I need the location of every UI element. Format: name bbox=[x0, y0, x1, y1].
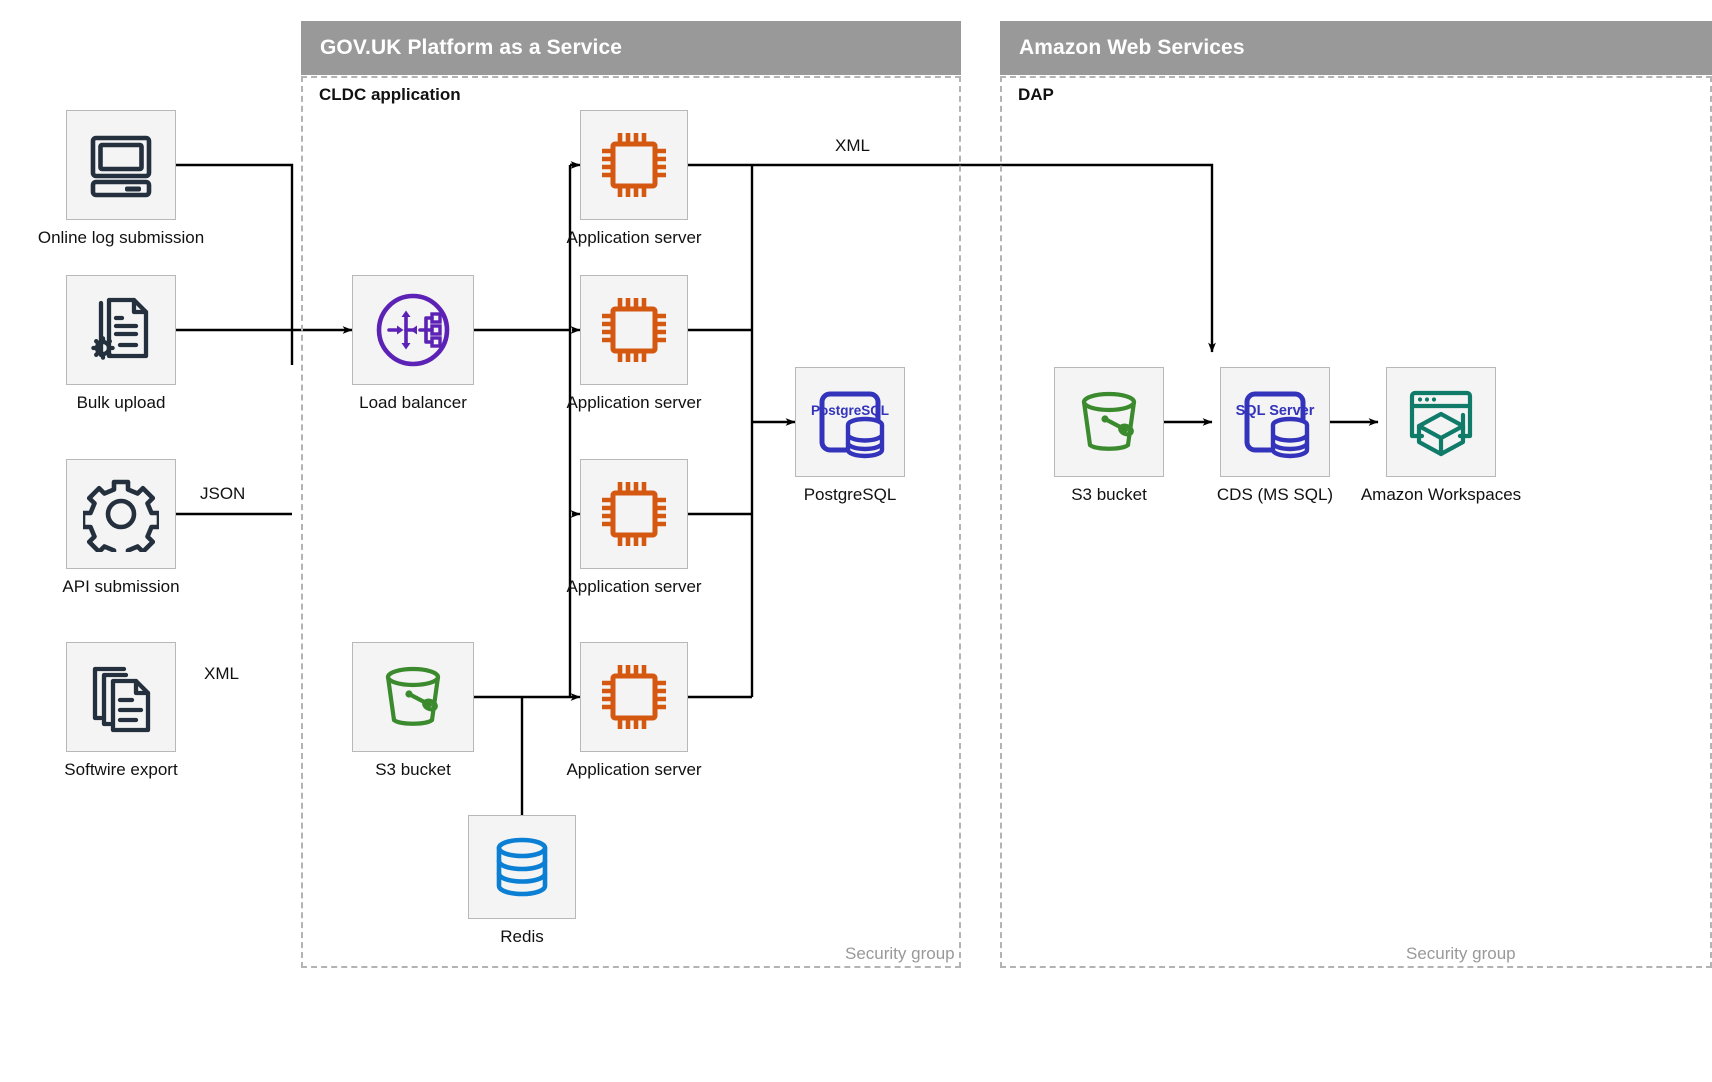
group-header-aws: Amazon Web Services bbox=[1000, 21, 1712, 75]
postgresql-icon-text: PostgreSQL bbox=[811, 403, 889, 418]
gear-icon bbox=[83, 479, 159, 552]
node-box-api-submission bbox=[66, 459, 176, 569]
node-label-app-server-2: Application server bbox=[566, 393, 702, 412]
wire-online-log-to-lb bbox=[176, 163, 294, 365]
node-box-cds-ms-sql: SQL Server bbox=[1220, 367, 1330, 477]
node-box-app-server-2 bbox=[580, 275, 688, 385]
group-header-paas: GOV.UK Platform as a Service bbox=[301, 21, 961, 75]
bucket-icon bbox=[385, 666, 441, 726]
cpu-chip-icon bbox=[602, 298, 666, 362]
node-box-softwire-export bbox=[66, 642, 176, 752]
node-box-app-server-4 bbox=[580, 642, 688, 752]
security-group-box-aws bbox=[1000, 76, 1712, 968]
node-label-load-balancer: Load balancer bbox=[359, 393, 467, 412]
security-group-box-paas bbox=[301, 76, 961, 968]
node-label-api-submission: API submission bbox=[62, 577, 180, 596]
bucket-icon bbox=[1081, 391, 1137, 451]
node-box-app-server-3 bbox=[580, 459, 688, 569]
subgroup-label-dap: DAP bbox=[1018, 85, 1054, 104]
node-box-amazon-workspaces bbox=[1386, 367, 1496, 477]
node-box-s3-bucket-aws bbox=[1054, 367, 1164, 477]
node-box-redis bbox=[468, 815, 576, 919]
node-label-s3-bucket-paas: S3 bucket bbox=[375, 760, 451, 779]
node-box-postgresql: PostgreSQL bbox=[795, 367, 905, 477]
node-label-softwire-export: Softwire export bbox=[64, 760, 178, 779]
cpu-chip-icon bbox=[602, 665, 666, 729]
sql-server-icon: SQL Server bbox=[1236, 391, 1315, 459]
node-label-app-server-4: Application server bbox=[566, 760, 702, 779]
edge-label-xml-out: XML bbox=[831, 136, 874, 156]
node-label-bulk-upload: Bulk upload bbox=[76, 393, 166, 412]
node-label-amazon-workspaces: Amazon Workspaces bbox=[1360, 485, 1522, 504]
node-box-load-balancer bbox=[352, 275, 474, 385]
node-label-s3-bucket-aws: S3 bucket bbox=[1071, 485, 1147, 504]
node-label-redis: Redis bbox=[500, 927, 544, 946]
subgroup-label-cldc: CLDC application bbox=[319, 85, 461, 104]
security-group-label-paas: Security group bbox=[845, 944, 955, 963]
node-box-app-server-1 bbox=[580, 110, 688, 220]
cpu-chip-icon bbox=[602, 482, 666, 546]
node-label-cds-ms-sql: CDS (MS SQL) bbox=[1216, 485, 1334, 504]
sql-server-icon-text: SQL Server bbox=[1236, 403, 1315, 419]
cpu-chip-icon bbox=[602, 133, 666, 197]
database-cylinder-icon bbox=[496, 837, 548, 897]
wire-xml-to-s3-aws bbox=[688, 163, 1216, 353]
node-label-online-log-submission: Online log submission bbox=[37, 228, 205, 247]
node-label-app-server-3: Application server bbox=[566, 577, 702, 596]
desktop-computer-icon bbox=[90, 135, 152, 198]
postgresql-icon: PostgreSQL bbox=[811, 391, 889, 459]
node-box-s3-bucket-paas bbox=[352, 642, 474, 752]
document-gear-icon bbox=[91, 297, 149, 360]
security-group-label-aws: Security group bbox=[1406, 944, 1516, 963]
workspaces-cube-icon bbox=[1409, 390, 1473, 457]
node-box-online-log-submission bbox=[66, 110, 176, 220]
edge-label-json: JSON bbox=[196, 484, 250, 504]
edge-label-xml-in: XML bbox=[200, 664, 243, 684]
documents-stack-icon bbox=[92, 666, 151, 733]
node-label-postgresql: PostgreSQL bbox=[803, 485, 897, 504]
load-balancer-icon bbox=[376, 293, 450, 367]
node-box-bulk-upload bbox=[66, 275, 176, 385]
node-label-app-server-1: Application server bbox=[566, 228, 702, 247]
